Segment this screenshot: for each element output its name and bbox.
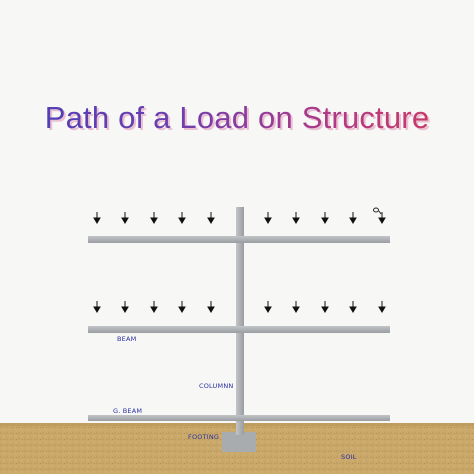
ground-beam-label: G. BEAM (113, 407, 143, 415)
ground-beam (88, 415, 390, 421)
diagram-title: Path of a Load on Structure (0, 100, 474, 136)
beam-label: BEAM (117, 335, 137, 343)
roof-beam (88, 236, 390, 243)
soil-label: SOIL (341, 453, 357, 461)
floor-beam (88, 326, 390, 333)
footing-label: FOOTING (188, 433, 220, 441)
footing (222, 432, 256, 452)
roof-load-arrows (93, 212, 386, 224)
column-label: COLUMNN (199, 382, 234, 390)
column (236, 207, 244, 435)
floor-load-arrows (93, 301, 386, 313)
scribble-mark (373, 207, 382, 215)
title-shadow: Path of a Load on Structure (2, 102, 474, 138)
